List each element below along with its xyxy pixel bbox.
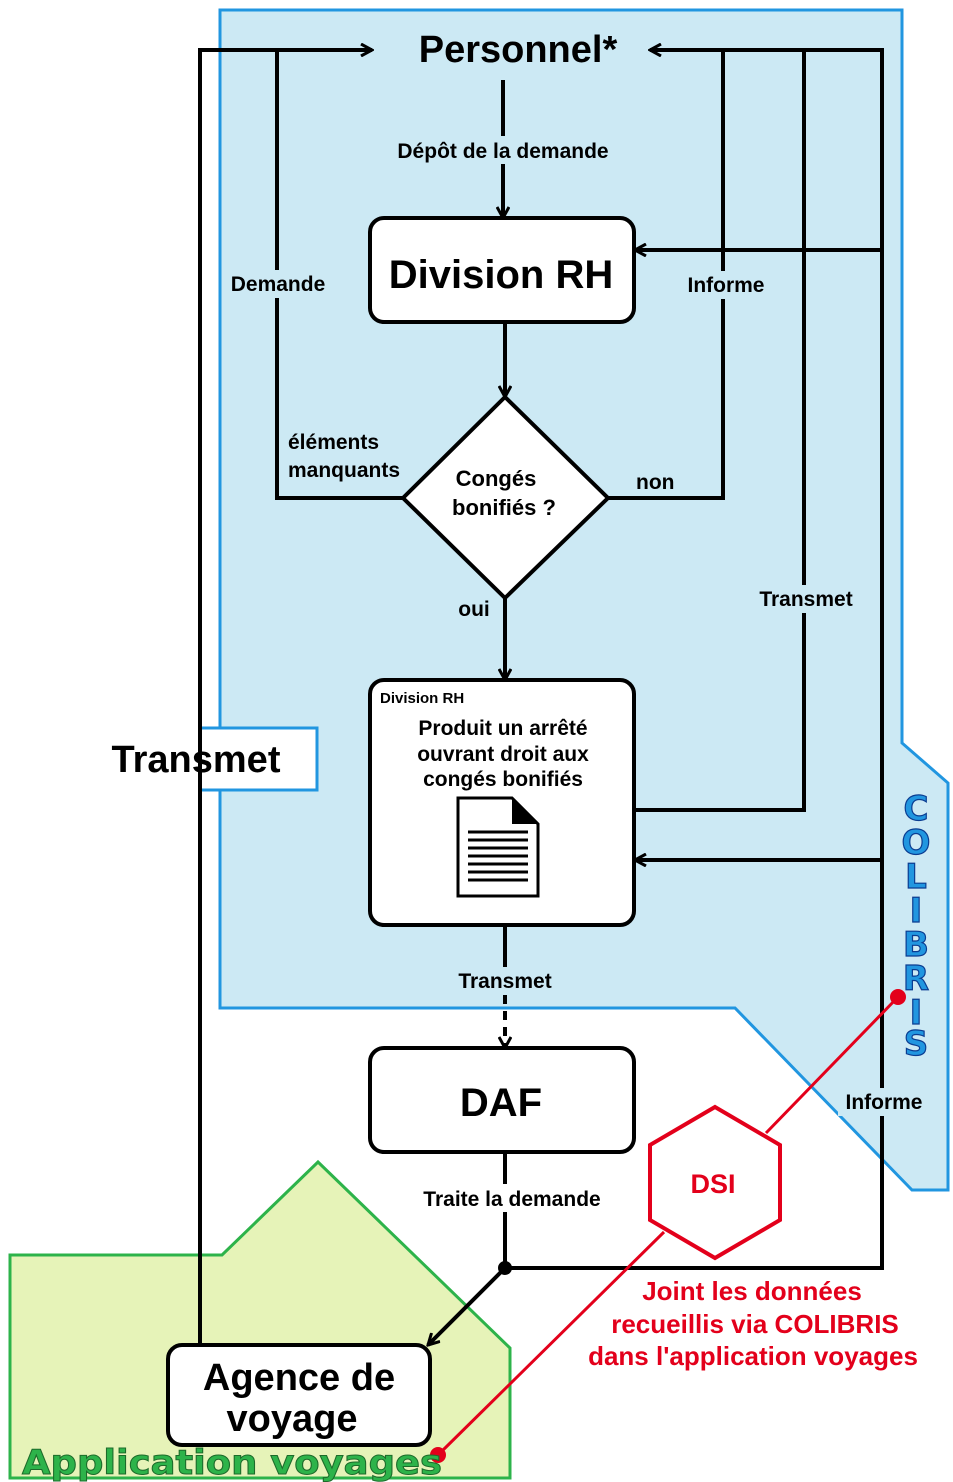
dsi-dot-app [430,1447,446,1463]
dsi-label: DSI [690,1169,735,1199]
transmet-left-label: Transmet [112,739,281,781]
elements-label-1: éléments [288,431,379,454]
dsi-note-2: recueillis via COLIBRIS [611,1309,899,1339]
dsi-hexagon [648,1104,782,1261]
decision-diamond [400,394,611,601]
dsi-note-3: dans l'application voyages [588,1341,918,1371]
oui-label: oui [458,598,490,621]
transmet-tab [198,726,319,792]
personnel-label: Personnel* [419,29,618,71]
colibris-letter: I [910,891,923,931]
arrete-header: Division RH [380,690,464,707]
agence-label-2: voyage [227,1398,358,1440]
dsi-link-app [436,1230,666,1457]
daf-label: DAF [460,1081,542,1125]
edge-junction-agence [428,1266,507,1345]
edge-transmet-right [633,48,806,812]
colibris-letter: R [903,959,929,999]
arrete-text-1: Produit un arrêté [418,717,587,740]
transmet-right-label: Transmet [759,588,852,611]
non-label: non [636,471,674,494]
agence-box [166,1343,432,1447]
colibris-letter: S [904,1024,929,1064]
informe-top-label: Informe [687,274,764,297]
colibris-letter: O [902,823,931,863]
dsi-dot-colibris [890,989,906,1005]
division-rh-label: Division RH [389,253,613,297]
division-rh-box [368,216,636,324]
dsi-link-colibris [764,995,900,1135]
colibris-letter: L [905,857,927,897]
demande-label: Demande [231,273,326,296]
transmet-daf-label: Transmet [458,970,551,993]
informe-bottom-label: Informe [845,1091,922,1114]
application-voyages-label: Application voyages [22,1443,442,1482]
arrete-text-3: congés bonifiés [423,768,583,791]
colibris-letter: I [910,993,923,1033]
colibris-label: C O L I B R I S [901,788,931,1064]
dsi-note-1: Joint les données [642,1276,862,1306]
document-icon [456,796,540,898]
elements-label-2: manquants [288,459,400,482]
depot-label: Dépôt de la demande [397,140,608,163]
decision-label-2: bonifiés ? [452,495,556,520]
arrete-text-2: ouvrant droit aux [417,743,589,766]
daf-box [368,1046,636,1154]
colibris-letter: C [904,789,929,829]
colibris-letter: B [903,925,929,965]
agence-label-1: Agence de [203,1357,395,1399]
decision-label-1: Congés [456,466,537,491]
traite-label: Traite la demande [423,1188,600,1211]
edge-transmet-left [198,48,277,1345]
edge-informe-bottom [505,48,884,1270]
